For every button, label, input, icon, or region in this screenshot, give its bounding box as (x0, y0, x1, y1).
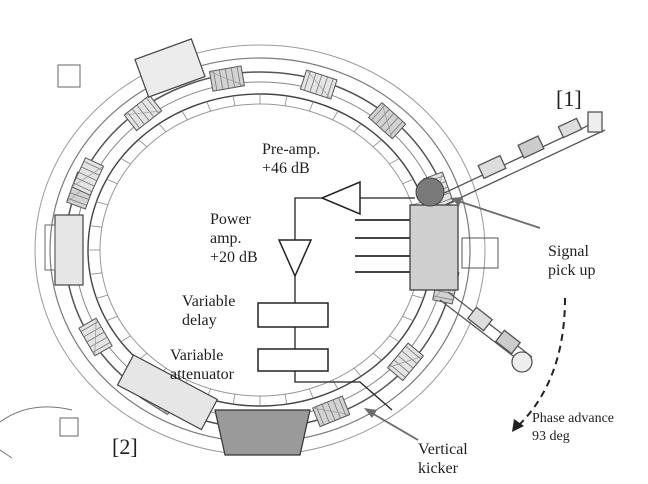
ring-tick (90, 272, 103, 275)
ring-tick (412, 294, 424, 299)
ref-label-1: [1] (556, 86, 582, 111)
ring-tick (206, 101, 211, 112)
attenuator-label: Variable attenuator (170, 346, 234, 384)
ring-tick (389, 157, 400, 165)
beamline-upper-right (439, 111, 606, 206)
ring-tick (138, 139, 148, 148)
corner-tick (0, 449, 13, 459)
pickup-section-block (409, 204, 459, 291)
preamp-triangle (320, 180, 361, 216)
top-chamber (134, 38, 206, 98)
kicker-pointer-arrow (364, 408, 419, 441)
bottom-magnet (214, 409, 311, 456)
ring-tick (181, 110, 188, 121)
kicker-label-line2: kicker (418, 460, 458, 477)
ring-magnet-cluster (311, 395, 351, 428)
ring-magnet-cluster (299, 69, 338, 100)
pickup-label-line2: pick up (548, 262, 596, 279)
attenuator-label-line1: Variable (170, 347, 224, 364)
preamp-to-poweramp-wire (294, 197, 322, 240)
corner-arc (0, 406, 73, 423)
kicker-label-line1: Vertical (418, 441, 468, 458)
attenuator-label-line2: attenuator (170, 366, 234, 383)
ring-magnet-cluster (78, 317, 113, 357)
pickup-label: Signal pick up (548, 242, 596, 280)
poweramp-label-line3: +20 dB (210, 249, 258, 266)
ref-label-2: [2] (112, 434, 138, 459)
ring-tick (372, 352, 382, 361)
attenuator-to-kicker-wire (294, 371, 393, 411)
lower-left-chamber (116, 354, 219, 431)
phase-label-line1: Phase advance (532, 411, 615, 426)
poweramp-triangle (277, 239, 313, 278)
ring-tick (284, 394, 288, 405)
delay-label: Variable delay (182, 292, 235, 330)
ring-magnet-cluster (71, 157, 105, 196)
attenuator-box (257, 348, 329, 372)
kicker-label: Vertical kicker (418, 440, 468, 478)
ring-tick (402, 315, 414, 322)
pickup-label-line1: Signal (548, 243, 589, 260)
phase-label: Phase advance 93 deg (532, 410, 614, 446)
ring-tick (402, 178, 414, 185)
ring-tick (120, 157, 131, 165)
ring-tick (353, 367, 362, 377)
ring-tick (232, 394, 236, 405)
ring-tick (284, 95, 288, 106)
poweramp-label: Power amp. +20 dB (210, 210, 258, 267)
phase-advance-arrow (512, 297, 566, 432)
ring-tick (372, 139, 382, 148)
delay-label-line2: delay (182, 312, 217, 329)
ring-components (54, 38, 460, 456)
side-box (461, 237, 499, 269)
ring-tick (106, 315, 118, 322)
ring-tick (232, 95, 236, 106)
phase-label-line2: 93 deg (532, 429, 570, 444)
pickup-pointer-arrow (450, 197, 541, 229)
preamp-label-line1: Pre-amp. (262, 141, 321, 158)
ring-tick (106, 178, 118, 185)
ring-tick (309, 388, 314, 399)
feedback-signal-path (294, 197, 415, 411)
ring-tick (120, 335, 131, 343)
ring-tick (96, 201, 108, 206)
poweramp-label-line2: amp. (210, 230, 242, 247)
ring-tick (90, 225, 103, 228)
preamp-label: Pre-amp. +46 dB (262, 140, 320, 178)
ring-magnet-cluster (367, 101, 407, 140)
ring-tick (309, 101, 314, 112)
pickup-electrode (415, 177, 445, 207)
delay-box (257, 302, 329, 328)
delay-label-line1: Variable (182, 293, 236, 310)
ring-tick (158, 123, 167, 133)
frame-markers (44, 64, 81, 437)
ring-magnet-cluster (386, 342, 425, 382)
ring-tick (389, 335, 400, 343)
ring-tick (353, 123, 362, 133)
ring-magnet-cluster (123, 94, 163, 132)
ring-magnet-cluster (208, 65, 246, 92)
left-straight-section (54, 214, 84, 286)
preamp-label-line2: +46 dB (262, 160, 310, 177)
ring-tick (332, 110, 339, 121)
ring-tick (96, 294, 108, 299)
beamline-lower-right (439, 291, 533, 373)
poweramp-label-line1: Power (210, 211, 251, 228)
